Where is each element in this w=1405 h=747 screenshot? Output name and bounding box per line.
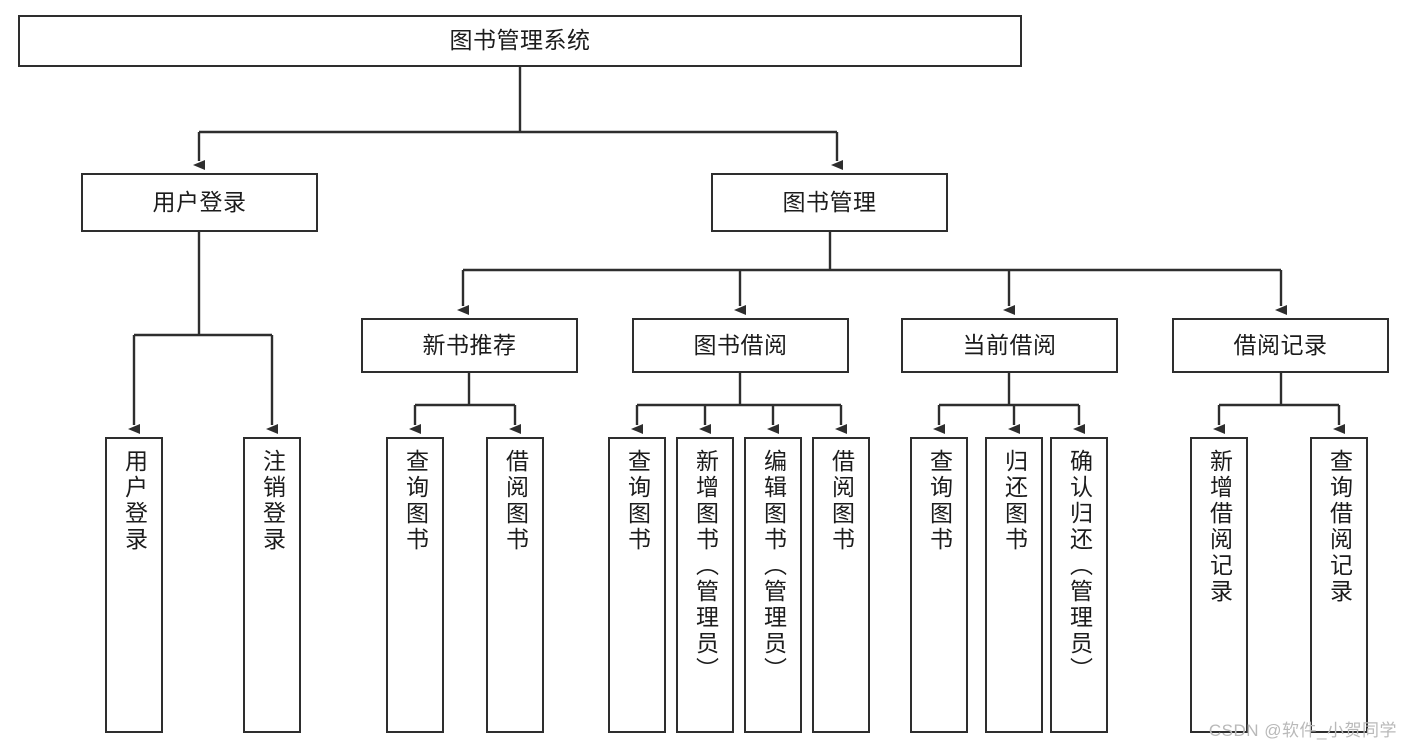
node-current-borrow[interactable]: 当前借阅 <box>901 318 1118 373</box>
node-leaf-logout[interactable]: 注销登录 <box>243 437 301 733</box>
node-user-login[interactable]: 用户登录 <box>81 173 318 232</box>
node-user-login-label: 用户登录 <box>152 188 247 215</box>
csdn-watermark: CSDN @软件_小贺同学 <box>1208 721 1397 740</box>
node-book-borrow[interactable]: 图书借阅 <box>632 318 849 373</box>
node-leaf-borrow-book-new-label: 借阅图书 <box>502 449 529 553</box>
node-new-book-recommend[interactable]: 新书推荐 <box>361 318 578 373</box>
node-leaf-user-login-label: 用户登录 <box>121 449 148 553</box>
node-leaf-borrow-book[interactable]: 借阅图书 <box>812 437 870 733</box>
node-book-manage-label: 图书管理 <box>782 188 877 215</box>
node-leaf-return-book-label: 归还图书 <box>1001 449 1028 553</box>
node-root-label: 图书管理系统 <box>449 27 591 54</box>
node-leaf-add-book-label: 新增图书（管理员） <box>692 449 719 683</box>
node-leaf-add-book[interactable]: 新增图书（管理员） <box>676 437 734 733</box>
node-leaf-query-book-borrow[interactable]: 查询图书 <box>608 437 666 733</box>
node-leaf-user-login[interactable]: 用户登录 <box>105 437 163 733</box>
node-leaf-borrow-book-new[interactable]: 借阅图书 <box>486 437 544 733</box>
node-book-manage[interactable]: 图书管理 <box>711 173 948 232</box>
node-leaf-logout-label: 注销登录 <box>259 449 286 553</box>
node-new-book-recommend-label: 新书推荐 <box>422 331 517 358</box>
node-leaf-query-book-new[interactable]: 查询图书 <box>386 437 444 733</box>
node-leaf-query-book-current[interactable]: 查询图书 <box>910 437 968 733</box>
node-leaf-borrow-book-label: 借阅图书 <box>828 449 855 553</box>
node-leaf-add-record[interactable]: 新增借阅记录 <box>1190 437 1248 733</box>
node-leaf-add-record-label: 新增借阅记录 <box>1206 449 1233 605</box>
node-root[interactable]: 图书管理系统 <box>18 15 1022 67</box>
node-current-borrow-label: 当前借阅 <box>962 331 1057 358</box>
node-leaf-edit-book[interactable]: 编辑图书（管理员） <box>744 437 802 733</box>
node-leaf-query-book-borrow-label: 查询图书 <box>624 449 651 553</box>
node-leaf-query-book-new-label: 查询图书 <box>402 449 429 553</box>
node-leaf-query-record[interactable]: 查询借阅记录 <box>1310 437 1368 733</box>
node-borrow-record[interactable]: 借阅记录 <box>1172 318 1389 373</box>
node-leaf-query-book-current-label: 查询图书 <box>926 449 953 553</box>
node-leaf-confirm-return-label: 确认归还（管理员） <box>1066 449 1093 683</box>
node-leaf-confirm-return[interactable]: 确认归还（管理员） <box>1050 437 1108 733</box>
node-leaf-edit-book-label: 编辑图书（管理员） <box>760 449 787 683</box>
node-borrow-record-label: 借阅记录 <box>1233 331 1328 358</box>
node-leaf-return-book[interactable]: 归还图书 <box>985 437 1043 733</box>
node-leaf-query-record-label: 查询借阅记录 <box>1326 449 1353 605</box>
node-book-borrow-label: 图书借阅 <box>693 331 788 358</box>
